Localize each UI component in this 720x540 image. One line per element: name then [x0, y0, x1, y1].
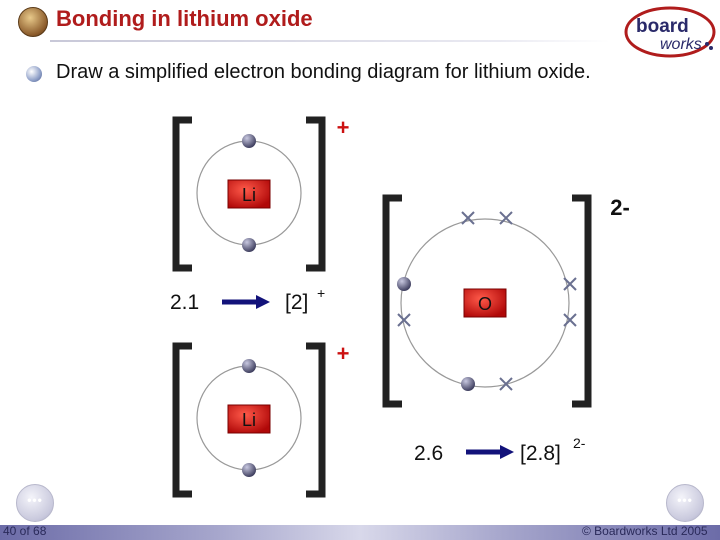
bullet-icon	[26, 66, 42, 82]
electron	[461, 377, 475, 391]
electron	[242, 134, 256, 148]
prev-slide-button[interactable]: •••	[16, 484, 54, 522]
electron-cross	[397, 313, 411, 327]
electron-cross	[461, 211, 475, 225]
logo-text-board: board	[636, 16, 689, 37]
bracket-left	[382, 194, 402, 408]
electron	[397, 277, 411, 291]
page-number: 40 of 68	[3, 524, 47, 538]
charge-plus: +	[337, 341, 350, 366]
electron-cross	[563, 277, 577, 291]
copyright-text: © Boardworks Ltd 2005	[582, 524, 708, 538]
o-config-before: 2.6	[414, 442, 443, 465]
li-nucleus	[227, 179, 271, 209]
li-ion-top: Li +	[172, 115, 350, 272]
arrow-icon	[222, 295, 270, 309]
li-config-sup: +	[317, 285, 325, 301]
bracket-left	[172, 116, 192, 272]
footer-bar	[0, 525, 720, 540]
bracket-right	[572, 194, 592, 408]
slide-title: Bonding in lithium oxide	[56, 6, 313, 31]
o-symbol: O	[478, 294, 492, 314]
o-config-after: [2.8]	[520, 442, 561, 465]
o-nucleus	[463, 288, 507, 318]
electron-shell	[400, 218, 570, 388]
electron-cross	[499, 377, 513, 391]
oxide-ion: O 2-	[382, 194, 630, 408]
arrow-icon	[466, 445, 514, 459]
electron	[242, 238, 256, 252]
next-slide-button[interactable]: •••	[666, 484, 704, 522]
li-config-before: 2.1	[170, 291, 199, 314]
li-nucleus	[227, 404, 271, 434]
electron-cross	[563, 313, 577, 327]
li-symbol: Li	[242, 410, 256, 430]
bracket-right	[306, 342, 326, 498]
boardworks-logo: board works	[624, 6, 716, 58]
electron	[242, 359, 256, 373]
li-ion-bottom: Li +	[172, 341, 350, 498]
li-symbol: Li	[242, 185, 256, 205]
title-divider	[50, 40, 610, 42]
boardworks-badge-icon	[18, 7, 48, 37]
instruction-text: Draw a simplified electron bonding diagr…	[56, 61, 591, 83]
charge-2minus: 2-	[610, 195, 630, 220]
next-dots-icon: •••	[677, 493, 693, 507]
li-config-after: [2]	[285, 291, 308, 314]
bracket-left	[172, 342, 192, 498]
bracket-right	[306, 116, 326, 272]
prev-dots-icon: •••	[27, 493, 43, 507]
charge-plus: +	[337, 115, 350, 140]
electron	[242, 463, 256, 477]
electron-cross	[499, 211, 513, 225]
o-config-sup: 2-	[573, 435, 586, 451]
logo-text-works: works	[660, 36, 702, 53]
